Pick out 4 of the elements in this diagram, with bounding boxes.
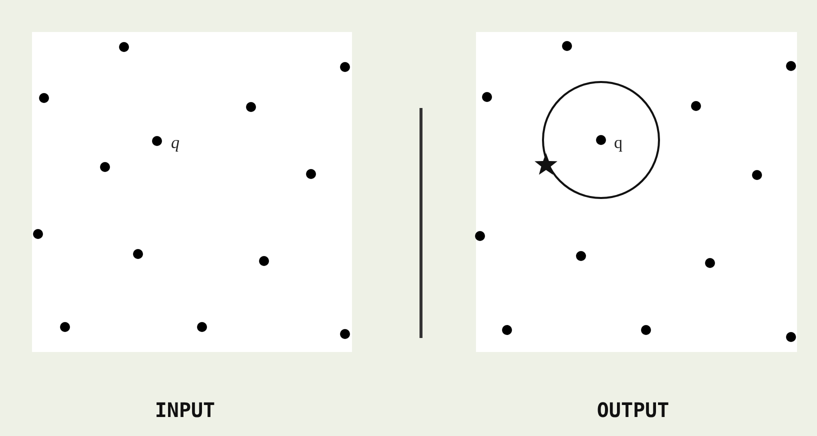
panel-caption: OUTPUT [596, 400, 670, 420]
point-label: q [171, 134, 180, 151]
point-label: q [614, 134, 622, 151]
panel-caption: INPUT [154, 400, 216, 420]
